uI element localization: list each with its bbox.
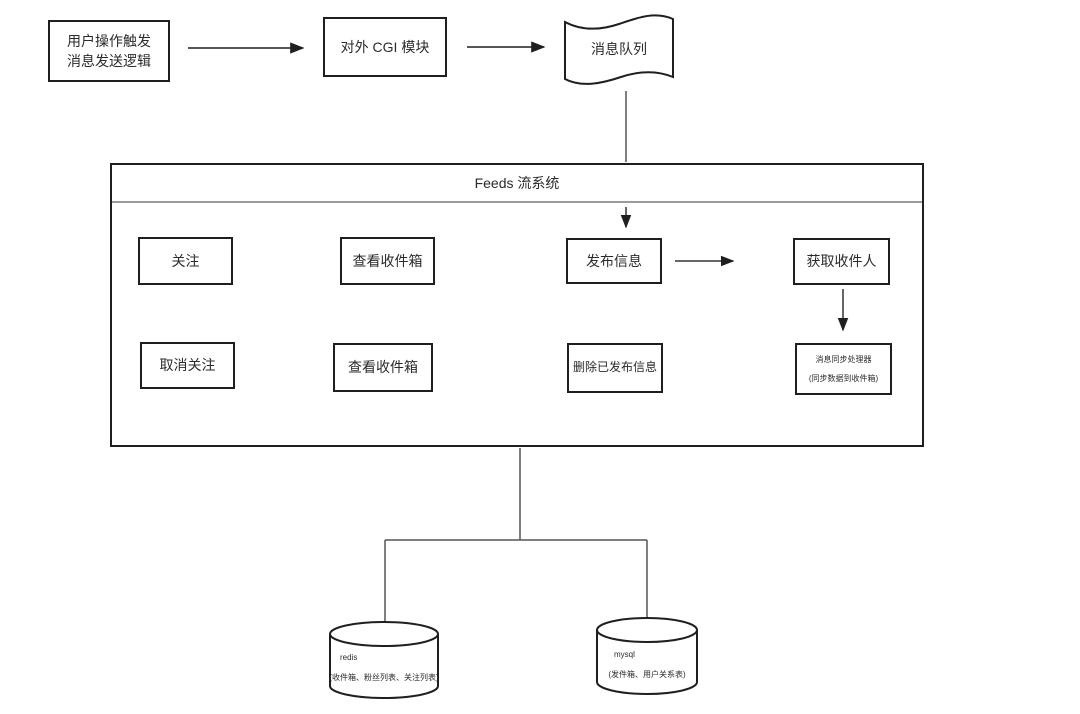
follow-label: 关注 <box>171 252 200 269</box>
mysql-cylinder <box>596 617 698 695</box>
view-inbox-bottom-label: 查看收件箱 <box>348 359 418 376</box>
delete-published-label: 删除已发布信息 <box>572 360 657 375</box>
delete-published-box: 删除已发布信息 <box>567 343 663 393</box>
follow-box: 关注 <box>138 237 233 285</box>
publish-label: 发布信息 <box>586 252 642 269</box>
storage-connector-lines <box>384 448 648 622</box>
get-recipients-box: 获取收件人 <box>793 238 890 285</box>
redis-label: redis <box>340 653 358 662</box>
unfollow-label: 取消关注 <box>159 357 216 374</box>
mysql-detail-label: (发件箱、用户关系表) <box>608 670 686 679</box>
cgi-label: 对外 CGI 模块 <box>340 38 430 55</box>
view-inbox-bottom-box: 查看收件箱 <box>333 343 433 392</box>
redis-cylinder <box>329 621 439 699</box>
publish-box: 发布信息 <box>566 238 662 284</box>
message-queue-shape <box>564 14 674 85</box>
unfollow-box: 取消关注 <box>140 342 235 389</box>
get-recipients-label: 获取收件人 <box>806 253 877 270</box>
sync-processor-line1: 消息同步处理器 <box>815 354 872 364</box>
trigger-label: 用户操作触发 消息发送逻辑 <box>67 31 151 72</box>
view-inbox-top-box: 查看收件箱 <box>340 237 435 285</box>
view-inbox-top-label: 查看收件箱 <box>352 252 423 269</box>
sync-processor-line2: (同步数据到收件箱) <box>808 374 879 383</box>
trigger-box: 用户操作触发 消息发送逻辑 <box>48 20 170 82</box>
cgi-box: 对外 CGI 模块 <box>323 17 447 77</box>
feeds-system-title: Feeds 流系统 <box>474 175 560 191</box>
sync-processor-label: 消息同步处理器 (同步数据到收件箱) <box>809 350 878 388</box>
feeds-system-box <box>110 163 924 447</box>
feeds-header-divider <box>112 201 922 203</box>
trigger-label-line1: 用户操作触发 <box>67 32 151 49</box>
sync-processor-box: 消息同步处理器 (同步数据到收件箱) <box>795 343 892 395</box>
message-queue-label: 消息队列 <box>591 41 647 57</box>
trigger-label-line2: 消息发送逻辑 <box>67 53 151 69</box>
mysql-label: mysql <box>614 650 635 659</box>
redis-detail-label: (收件箱、粉丝列表、关注列表) <box>329 673 439 682</box>
